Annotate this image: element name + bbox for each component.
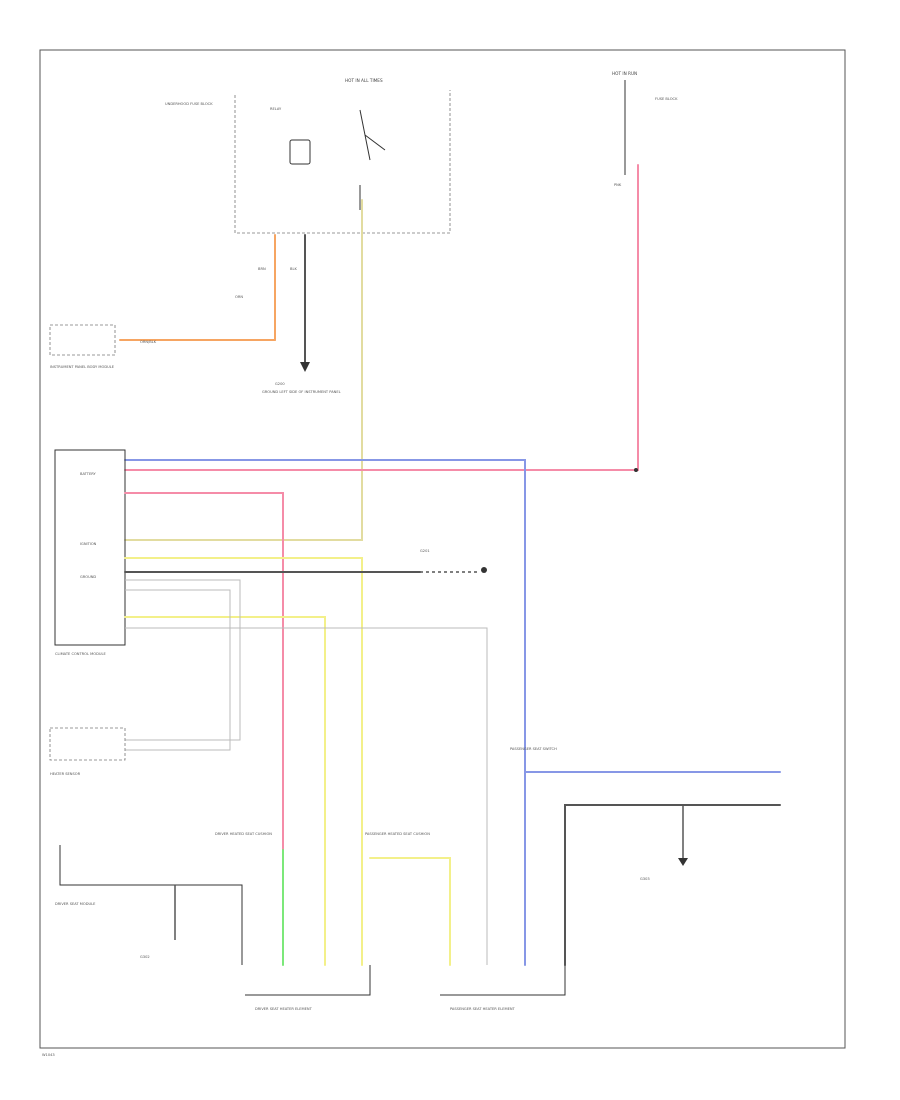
- passenger-seat-box: [440, 965, 566, 996]
- passenger-bottom-label: PASSENGER SEAT HEATER ELEMENT: [450, 1007, 516, 1011]
- blk-label: BLK: [290, 267, 297, 271]
- driver-bottom-label: DRIVER SEAT HEATER ELEMENT: [255, 1007, 313, 1011]
- wire-yellow-2: [124, 616, 326, 966]
- driver-module-box: [59, 845, 243, 965]
- ground-right-bottom-label: G303: [640, 877, 650, 881]
- heater-sensor-label: HEATER SENSOR: [50, 772, 81, 776]
- passenger-black: [564, 804, 781, 966]
- climate-module-label: CLIMATE CONTROL MODULE: [55, 652, 106, 656]
- passenger-switch-label: PASSENGER SEAT SWITCH: [510, 747, 557, 751]
- ground-right-label: G201: [420, 549, 430, 553]
- fuse-block-top: [234, 90, 451, 234]
- relay-label: RELAY: [270, 107, 282, 111]
- ground-center-desc: GROUND LEFT SIDE OF INSTRUMENT PANEL: [262, 390, 341, 394]
- row-ignition: IGNITION: [80, 542, 97, 546]
- ground-center-label: G200: [275, 382, 285, 386]
- hot-top-label: HOT IN ALL TIMES: [345, 78, 383, 83]
- ground-left-label: G302: [140, 955, 150, 959]
- splice-right: [634, 468, 638, 472]
- driver-module-label: DRIVER SEAT MODULE: [55, 902, 96, 906]
- relay-coil: [289, 139, 311, 165]
- wire-grey-3: [125, 627, 488, 965]
- wire-grey-2: [125, 589, 231, 751]
- row-ground: GROUND: [80, 575, 96, 579]
- wire-pink-driver: [124, 492, 284, 851]
- footer-label: W1043: [42, 1053, 55, 1057]
- ground-arrow: [300, 362, 310, 372]
- passenger-seat-heater-label: PASSENGER HEATED SEAT CUSHION: [365, 832, 430, 836]
- climate-module-box: [54, 449, 126, 646]
- relay-switch: [359, 109, 386, 161]
- orn-label: ORN: [235, 295, 243, 299]
- fuse-right-label: FUSE BLOCK: [655, 97, 678, 101]
- wire-pink-right: [124, 164, 639, 471]
- instrument-panel-label: INSTRUMENT PANEL BODY MODULE: [50, 365, 115, 369]
- heater-sensor-box: [49, 727, 126, 761]
- wire-grey-1: [125, 579, 241, 741]
- driver-seat-heater-label: DRIVER HEATED SEAT CUSHION: [215, 832, 272, 836]
- driver-seat-box: [245, 965, 371, 996]
- pnk-top-label: PNK: [614, 183, 622, 187]
- wire-yellow-1: [124, 557, 363, 966]
- wire-blue: [124, 459, 526, 966]
- ground-arrow-right: [678, 858, 688, 866]
- instrument-panel-box: [49, 324, 116, 356]
- diagram-border: [39, 49, 846, 1049]
- wire-tan: [124, 199, 363, 541]
- wire-yellow-3: [369, 857, 451, 966]
- row-battery: BATTERY: [80, 472, 97, 476]
- hot-right-label: HOT IN RUN: [612, 71, 637, 76]
- orn-blk-label: ORN/BLK: [140, 340, 157, 344]
- fuse-left-label: UNDERHOOD FUSE BLOCK: [165, 102, 213, 106]
- brn-label: BRN: [258, 267, 266, 271]
- ground-right-dot: [481, 567, 487, 573]
